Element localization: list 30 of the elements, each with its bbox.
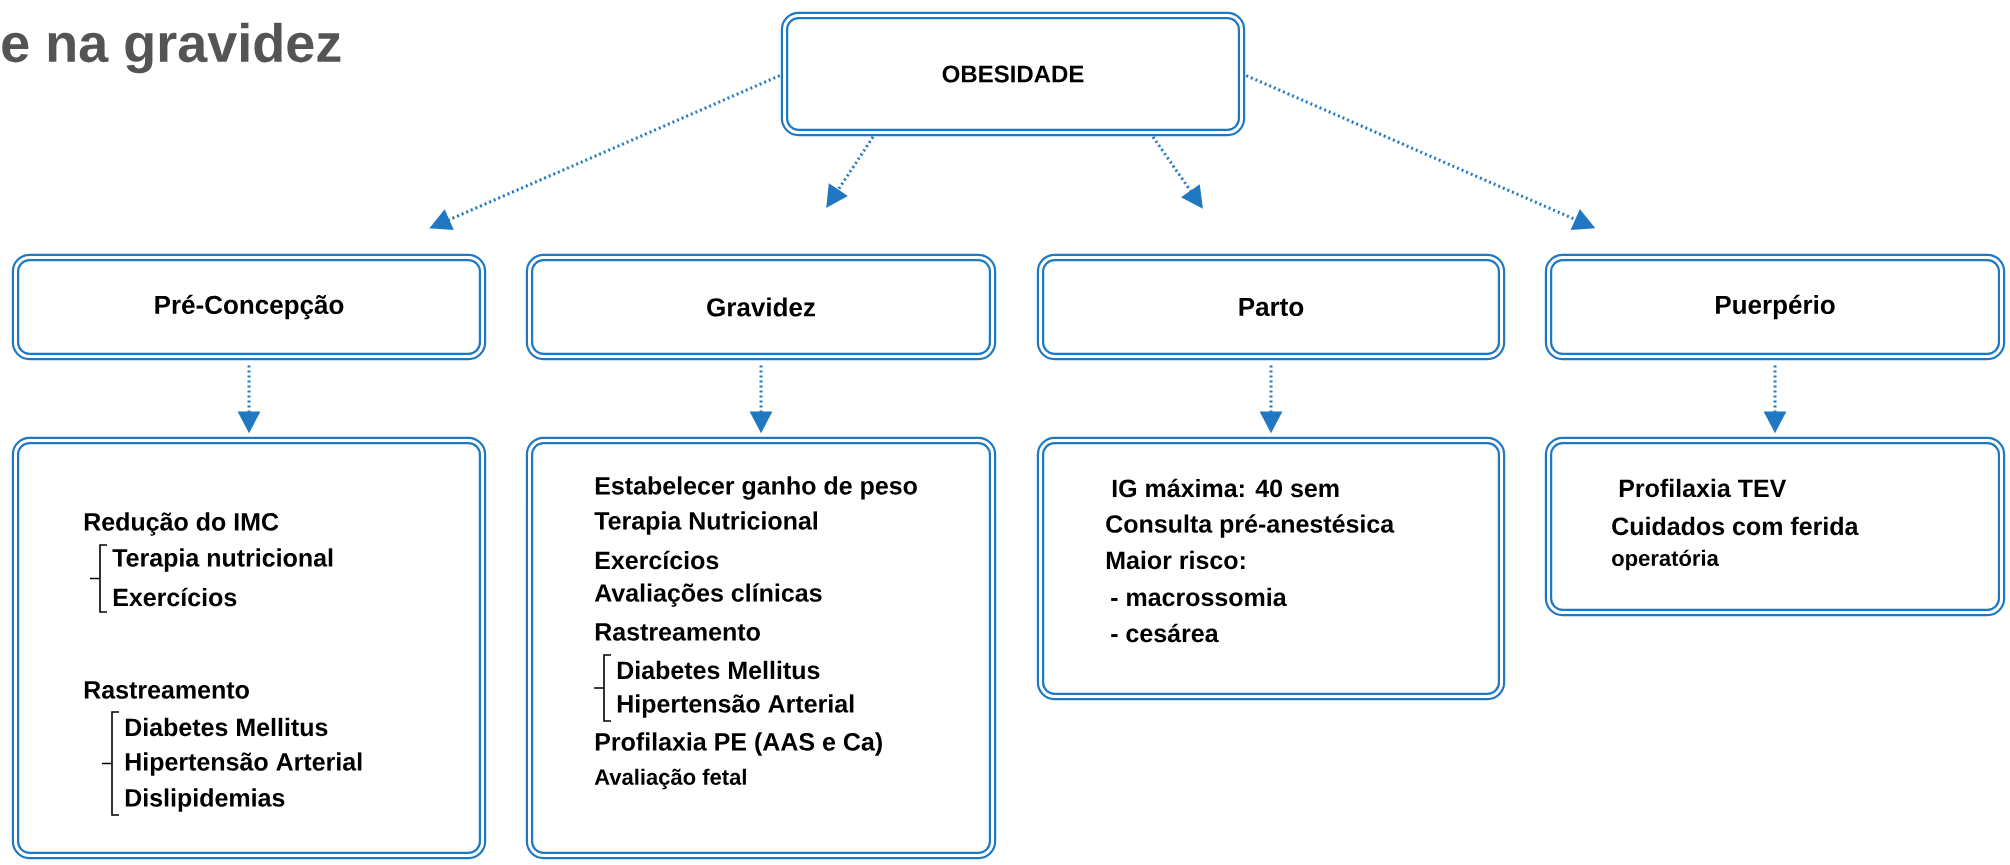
list-item: Avaliações clínicas	[594, 583, 822, 607]
list-item: Hipertensão Arterial	[617, 694, 854, 718]
list-item: Maior risco:	[1106, 550, 1245, 570]
list-item: - macrossomia	[1111, 587, 1287, 607]
list-item: Profilaxia PE (AAS e Ca)	[595, 732, 882, 756]
list-item: Terapia Nutricional	[594, 511, 817, 535]
list-item: - cesárea	[1111, 623, 1219, 643]
list-item: Estabelecer ganho de peso	[595, 476, 917, 500]
title: e na gravidez	[2, 22, 341, 74]
list-item: Diabetes Mellitus	[125, 717, 328, 737]
list-item: Exercícios	[113, 587, 237, 607]
list-item: Avaliação fetal	[594, 768, 746, 790]
list-item: Dislipidemias	[125, 788, 285, 812]
list-item: Rastreamento	[595, 623, 760, 641]
list-item: Terapia nutricional	[112, 548, 333, 572]
list-item: Cuidados com ferida	[1612, 516, 1859, 536]
title-box: Puerpério	[1544, 253, 2006, 361]
title-box: OBESIDADE	[780, 11, 1246, 137]
title-box: Gravidez	[525, 253, 997, 361]
list-item: Profilaxia TEV	[1619, 478, 1787, 498]
list-item: operatória	[1612, 549, 1719, 571]
list-item: Consulta pré-anestésica	[1106, 514, 1395, 538]
list-item: Redução do IMC	[84, 512, 279, 536]
list-item: Exercícios	[595, 550, 719, 570]
title-box: Parto	[1036, 253, 1506, 361]
list-item: Hipertensão Arterial	[125, 752, 362, 776]
list-item: Rastreamento	[84, 681, 249, 699]
list-item: IG máxima: 40 sem	[1112, 478, 1339, 498]
title-box: Pré-Concepção	[11, 253, 487, 361]
list-item: Diabetes Mellitus	[617, 660, 820, 680]
